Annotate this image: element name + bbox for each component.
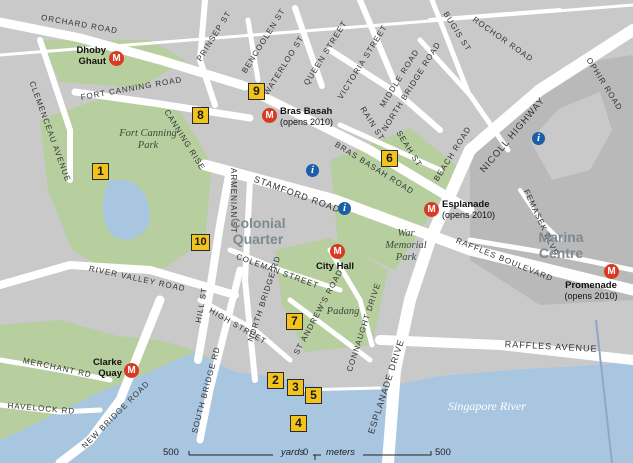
station-note: (opens 2010) xyxy=(564,291,618,301)
poi-marker-9[interactable]: 9 xyxy=(248,83,265,100)
reservoir-water xyxy=(102,180,151,240)
station-note: (opens 2010) xyxy=(442,210,496,220)
station-label-bras-basah: Bras Basah (opens 2010) xyxy=(280,106,333,128)
metro-icon[interactable]: M xyxy=(124,363,139,378)
station-label-dhoby-ghaut: Dhoby Ghaut xyxy=(70,45,106,67)
metro-icon[interactable]: M xyxy=(424,202,439,217)
station-label-city-hall: City Hall xyxy=(316,261,354,272)
padang-area xyxy=(275,238,388,352)
scale-yards-value: 500 xyxy=(163,447,179,458)
metro-icon[interactable]: M xyxy=(330,244,345,259)
poi-marker-3[interactable]: 3 xyxy=(287,379,304,396)
info-icon[interactable]: i xyxy=(338,202,351,215)
poi-marker-5[interactable]: 5 xyxy=(305,387,322,404)
park-label-fort-canning: Fort Canning Park xyxy=(119,128,177,151)
station-label-clarke-quay: Clarke Quay xyxy=(88,357,122,379)
metro-icon[interactable]: M xyxy=(109,51,124,66)
poi-marker-1[interactable]: 1 xyxy=(92,163,109,180)
poi-marker-6[interactable]: 6 xyxy=(381,150,398,167)
poi-marker-2[interactable]: 2 xyxy=(267,372,284,389)
station-label-esplanade: Esplanade (opens 2010) xyxy=(442,199,495,221)
marina-inner-block xyxy=(530,92,612,180)
park-label-war-memorial: War Memorial Park xyxy=(385,228,427,263)
water-label-singapore-river: Singapore River xyxy=(448,399,526,413)
waterfront-edge xyxy=(595,319,613,463)
info-icon[interactable]: i xyxy=(306,164,319,177)
scale-bar-lines xyxy=(188,451,432,460)
station-name: Esplanade xyxy=(442,199,490,210)
station-name: City Hall xyxy=(316,261,355,272)
scale-meters-label: meters xyxy=(326,447,356,458)
map-scale-bar: 500 yards 0 meters 500 xyxy=(163,446,488,462)
district-label-marina-centre: Marina Centre xyxy=(538,229,584,261)
poi-marker-7[interactable]: 7 xyxy=(286,313,303,330)
station-label-promenade: Promenade (opens 2010) xyxy=(556,280,626,302)
metro-icon[interactable]: M xyxy=(262,108,277,123)
scale-yards-label: yards xyxy=(281,447,305,458)
scale-zero: 0 xyxy=(303,447,309,458)
singapore-river-water xyxy=(0,352,633,463)
station-note: (opens 2010) xyxy=(280,117,334,127)
metro-icon[interactable]: M xyxy=(604,264,619,279)
station-name: Bras Basah xyxy=(280,106,333,117)
scale-meters-value: 500 xyxy=(435,447,451,458)
station-name: Dhoby Ghaut xyxy=(76,45,106,67)
poi-marker-8[interactable]: 8 xyxy=(192,107,209,124)
park-label-padang: Padang xyxy=(326,306,360,317)
station-name: Promenade xyxy=(565,280,617,291)
info-icon[interactable]: i xyxy=(532,132,545,145)
district-label-colonial-quarter: Colonial Quarter xyxy=(230,215,286,247)
station-name: Clarke Quay xyxy=(92,357,122,379)
poi-marker-10[interactable]: 10 xyxy=(191,234,210,251)
poi-marker-4[interactable]: 4 xyxy=(290,415,307,432)
